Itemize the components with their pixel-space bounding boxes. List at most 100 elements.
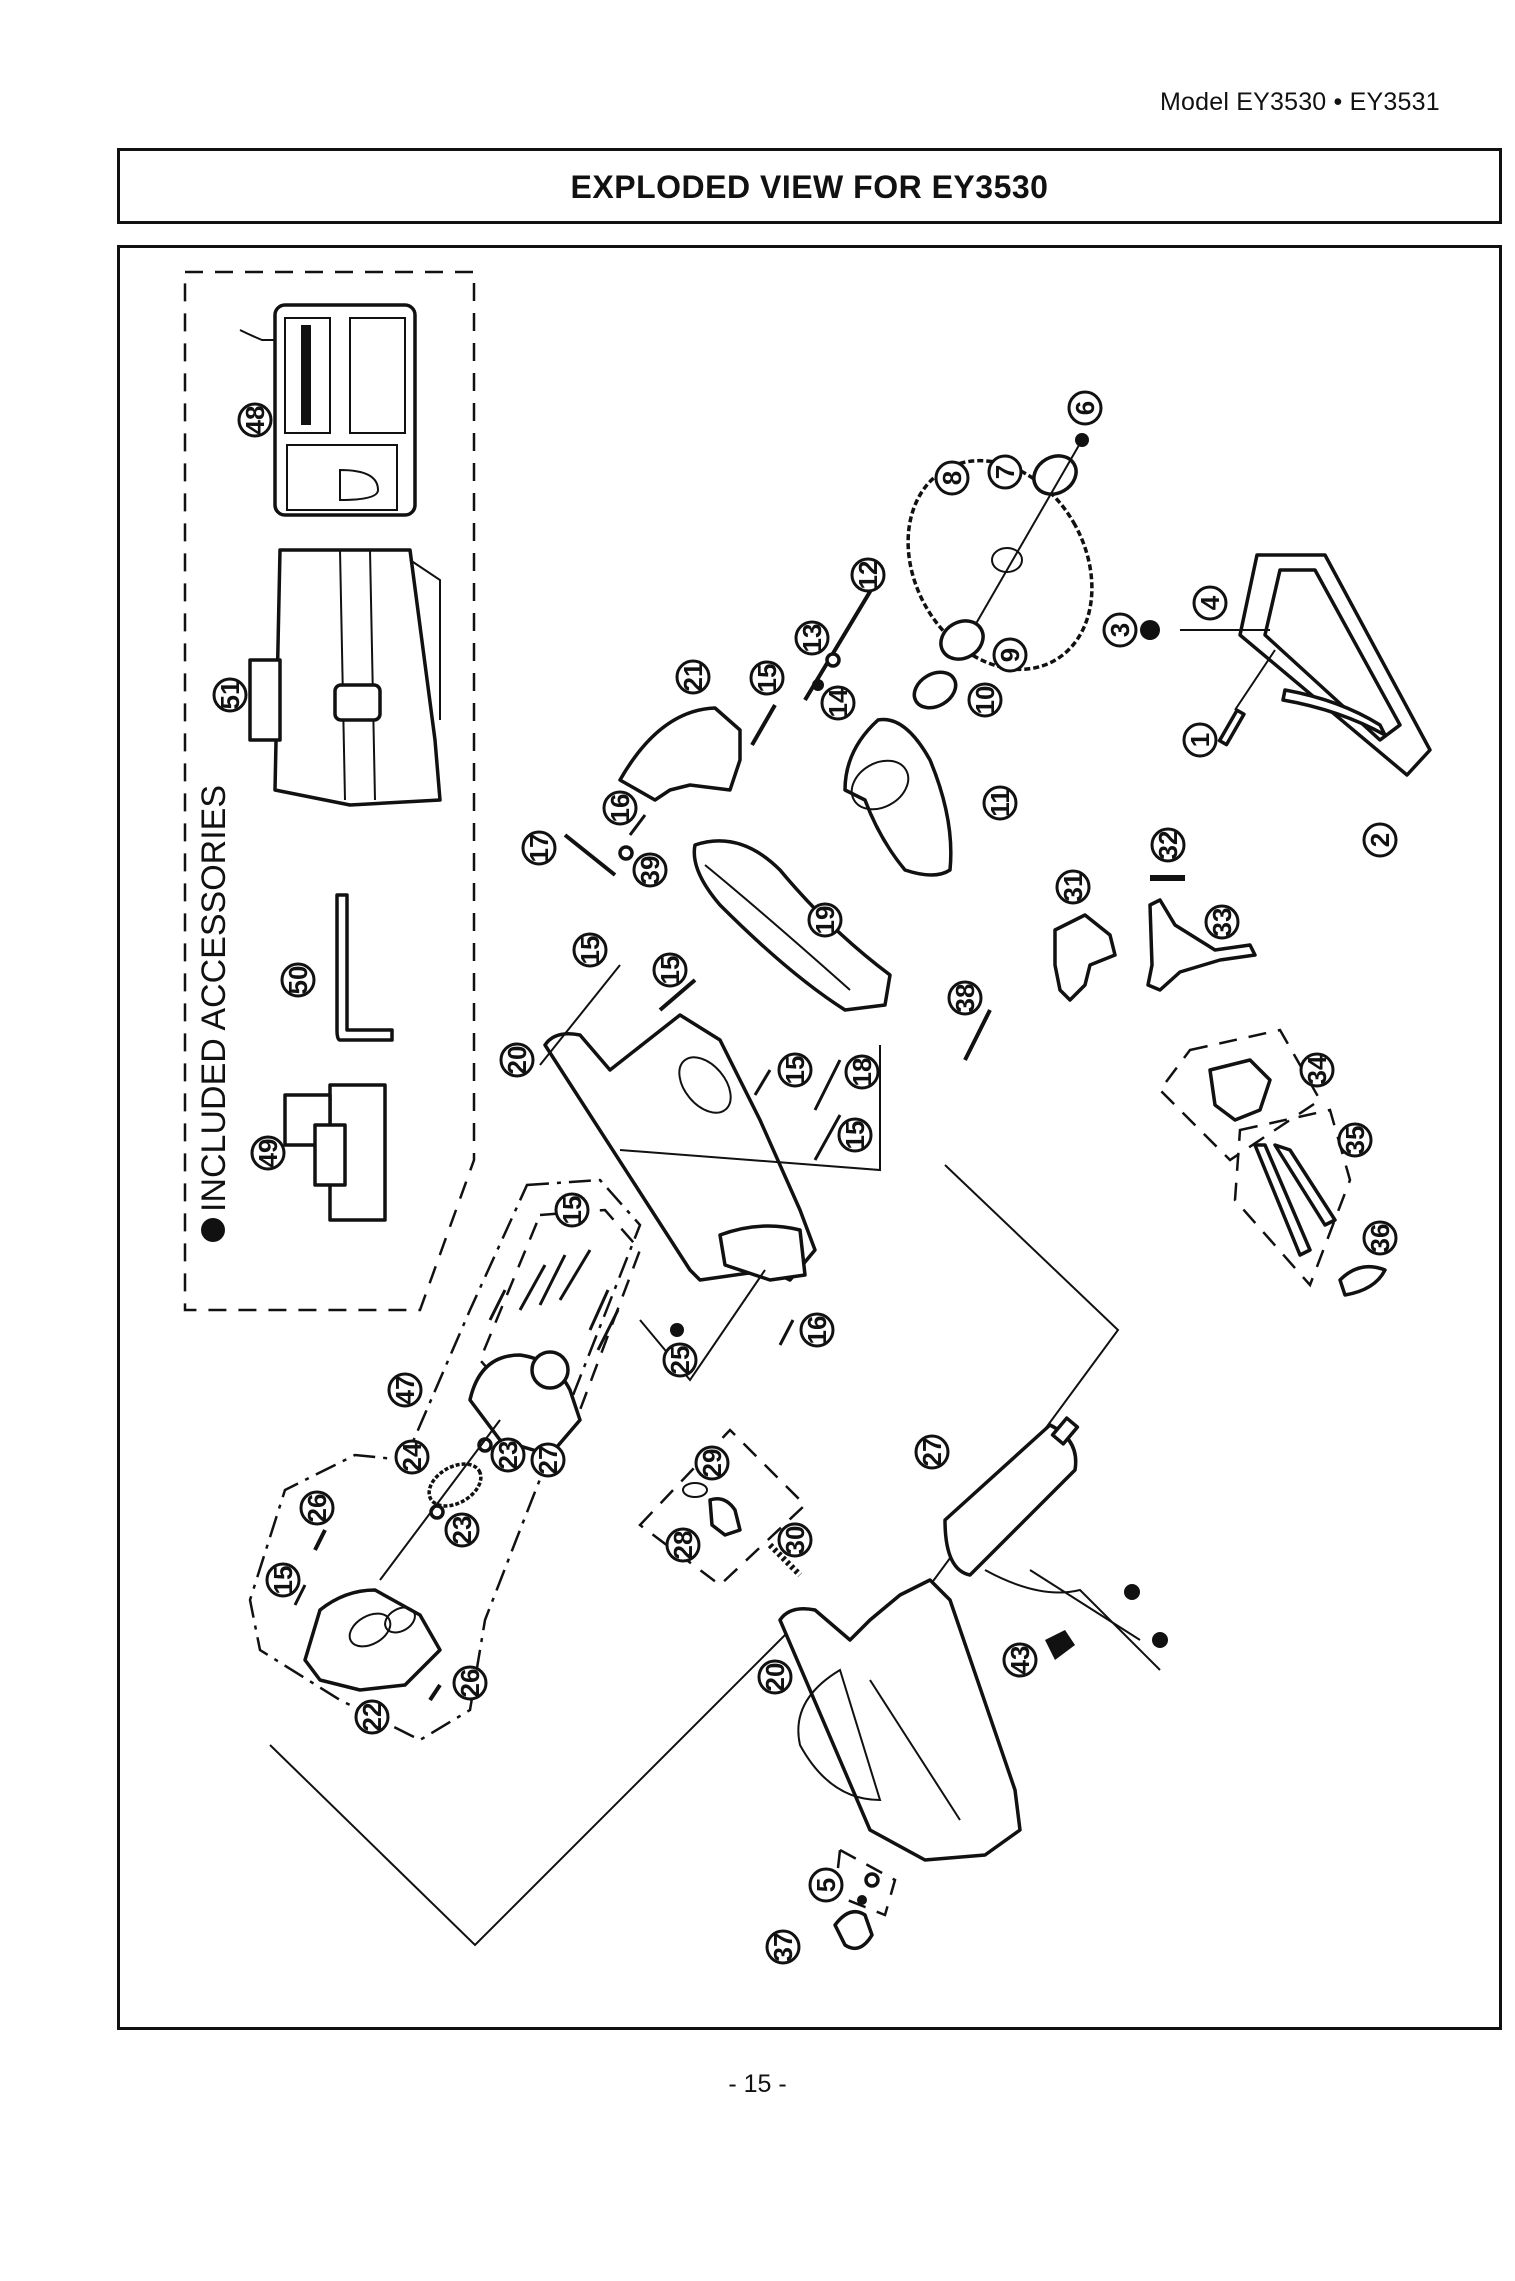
svg-text:7: 7 xyxy=(990,465,1020,479)
battery-pack-part xyxy=(283,1083,387,1222)
svg-text:25: 25 xyxy=(665,1346,695,1375)
accessories-heading: INCLUDED ACCESSORIES xyxy=(195,785,233,1242)
callout-8: 8 xyxy=(934,460,970,496)
svg-text:21: 21 xyxy=(678,663,708,692)
svg-text:43: 43 xyxy=(1005,1646,1035,1675)
svg-text:4: 4 xyxy=(1195,595,1225,610)
svg-text:23: 23 xyxy=(447,1516,477,1545)
svg-text:16: 16 xyxy=(605,794,635,823)
svg-text:1: 1 xyxy=(1185,733,1215,747)
carrying-case-part xyxy=(248,548,442,807)
gear-case-part xyxy=(303,1588,442,1692)
callout-12: 12 xyxy=(850,557,886,593)
svg-text:49: 49 xyxy=(253,1139,283,1168)
svg-text:27: 27 xyxy=(917,1438,947,1467)
callout-15d: 15 xyxy=(777,1052,813,1088)
svg-text:9: 9 xyxy=(995,648,1025,662)
callout-13: 13 xyxy=(794,620,830,656)
page-number: - 15 - xyxy=(728,2070,787,2098)
svg-text:2: 2 xyxy=(1365,833,1395,847)
svg-text:29: 29 xyxy=(697,1449,727,1478)
callout-15e: 15 xyxy=(837,1117,873,1153)
callout-27b: 27 xyxy=(914,1434,950,1470)
callout-26a: 26 xyxy=(299,1490,335,1526)
callout-34: 34 xyxy=(1299,1052,1335,1088)
svg-text:38: 38 xyxy=(950,984,980,1013)
gear-part xyxy=(427,1462,483,1508)
callout-20b: 20 xyxy=(757,1659,793,1695)
svg-text:30: 30 xyxy=(780,1526,810,1555)
svg-text:17: 17 xyxy=(524,834,554,863)
charger-part xyxy=(239,303,417,517)
callout-2: 2 xyxy=(1362,822,1398,858)
svg-text:15: 15 xyxy=(752,664,782,693)
accessories-title: INCLUDED ACCESSORIES xyxy=(195,785,233,1212)
svg-text:32: 32 xyxy=(1153,831,1183,860)
lower-housing-part xyxy=(778,1578,1022,1862)
callout-27a: 27 xyxy=(530,1442,566,1478)
svg-text:15: 15 xyxy=(557,1196,587,1225)
callout-51: 51 xyxy=(212,677,248,713)
bullet-icon xyxy=(201,1218,225,1242)
callout-22b: 22 xyxy=(354,1699,390,1735)
svg-text:10: 10 xyxy=(970,686,1000,715)
svg-text:23: 23 xyxy=(493,1441,523,1470)
clip-part xyxy=(1338,1264,1387,1297)
callout-19: 19 xyxy=(807,902,843,938)
callout-21: 21 xyxy=(675,659,711,695)
callout-1: 1 xyxy=(1182,722,1218,758)
callout-37: 37 xyxy=(765,1929,801,1965)
callout-47: 47 xyxy=(387,1372,423,1408)
callout-9: 9 xyxy=(992,637,1028,673)
callout-5: 5 xyxy=(808,1867,844,1903)
svg-text:50: 50 xyxy=(283,966,313,995)
callout-39: 39 xyxy=(632,852,668,888)
callout-15b: 15 xyxy=(572,932,608,968)
callout-24: 24 xyxy=(394,1439,430,1475)
callout-33: 33 xyxy=(1204,904,1240,940)
svg-text:5: 5 xyxy=(811,1878,841,1892)
svg-text:34: 34 xyxy=(1302,1055,1332,1084)
base-plate-part xyxy=(1238,553,1432,777)
callout-30: 30 xyxy=(777,1522,813,1558)
svg-text:39: 39 xyxy=(635,856,665,885)
lock-lever-part xyxy=(1146,898,1257,992)
svg-text:51: 51 xyxy=(215,681,245,710)
callout-50: 50 xyxy=(280,962,316,998)
callout-26b: 26 xyxy=(452,1665,488,1701)
svg-text:11: 11 xyxy=(985,789,1015,817)
callout-14: 14 xyxy=(820,685,856,721)
callout-20a: 20 xyxy=(499,1042,535,1078)
trigger-part xyxy=(1053,913,1117,1002)
callout-29: 29 xyxy=(694,1445,730,1481)
svg-text:16: 16 xyxy=(802,1316,832,1345)
svg-text:22: 22 xyxy=(357,1703,387,1732)
svg-text:24: 24 xyxy=(397,1442,427,1471)
pin-part xyxy=(1217,708,1246,747)
guard-cover-part xyxy=(618,706,742,802)
title-box: EXPLODED VIEW FOR EY3530 xyxy=(117,148,1502,224)
callout-38: 38 xyxy=(947,980,983,1016)
svg-text:15: 15 xyxy=(780,1056,810,1085)
svg-text:3: 3 xyxy=(1105,623,1135,637)
svg-text:48: 48 xyxy=(240,406,270,435)
callout-25: 25 xyxy=(662,1342,698,1378)
callout-43: 43 xyxy=(1002,1642,1038,1678)
callout-28: 28 xyxy=(665,1527,701,1563)
svg-text:15: 15 xyxy=(575,936,605,965)
knob-part xyxy=(833,1909,874,1951)
callout-23b: 23 xyxy=(444,1512,480,1548)
svg-text:8: 8 xyxy=(937,471,967,485)
svg-text:20: 20 xyxy=(760,1663,790,1692)
callout-16a: 16 xyxy=(602,790,638,826)
ring-part xyxy=(912,670,958,710)
model-number: Model EY3530 • EY3531 xyxy=(1160,88,1440,116)
callout-48: 48 xyxy=(237,402,273,438)
page-title: EXPLODED VIEW FOR EY3530 xyxy=(570,169,1049,205)
upper-guard-part xyxy=(692,839,892,1012)
callout-11: 11 xyxy=(982,785,1018,821)
callout-6: 6 xyxy=(1067,390,1103,426)
callout-36: 36 xyxy=(1362,1220,1398,1256)
svg-text:6: 6 xyxy=(1070,401,1100,415)
svg-text:15: 15 xyxy=(268,1566,298,1595)
